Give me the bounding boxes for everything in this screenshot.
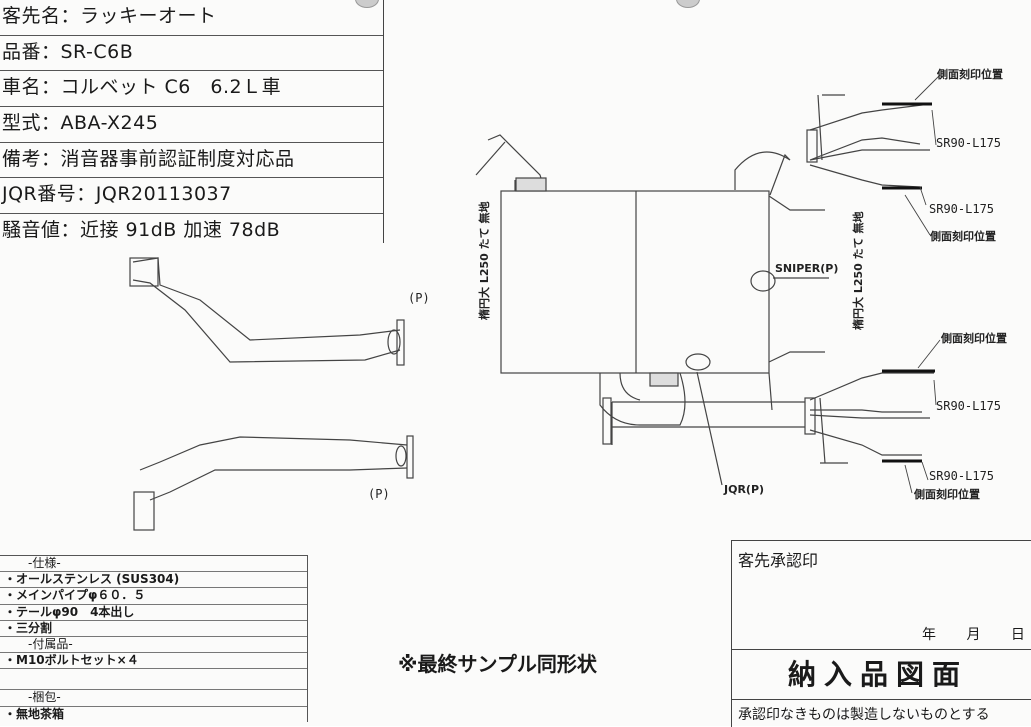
approval-box: 客先承認印 年 月 日 納入品図面 承認印なきものは製造しないものとする bbox=[731, 540, 1031, 727]
tip-label-2: SR90-L175 bbox=[929, 202, 994, 216]
muffler-label-left: 楕円大 L250 たて 無地 bbox=[477, 202, 491, 320]
accessory-item: ・M10ボルトセット×４ bbox=[0, 653, 307, 670]
muffler-label-right: 楕円大 L250 たて 無地 bbox=[851, 212, 865, 330]
product-info-table: 客先名：ラッキーオート 品番：SR-C6B 車名：コルベット C6 6.2Ｌ車 … bbox=[0, 0, 384, 243]
tail-upper bbox=[806, 94, 932, 190]
p-label-upper: (P) bbox=[408, 291, 430, 305]
sniper-label: SNIPER(P) bbox=[775, 262, 838, 275]
front-pipe-upper bbox=[129, 257, 405, 366]
divider bbox=[732, 649, 1031, 650]
spec-item: ・テールφ90 4本出し bbox=[0, 605, 307, 621]
spec-item: ・メインパイプφ６０．５ bbox=[0, 588, 307, 605]
remarks: 備考：消音器事前認証制度対応品 bbox=[0, 143, 383, 179]
accessory-item bbox=[0, 669, 307, 691]
jqr-label: JQR(P) bbox=[723, 483, 764, 496]
customer-name: 客先名：ラッキーオート bbox=[0, 0, 383, 36]
spec-item: ・三分割 bbox=[0, 621, 307, 637]
tip-label-3: SR90-L175 bbox=[936, 399, 1001, 413]
document-title: 納入品図面 bbox=[788, 658, 969, 691]
muffler-body bbox=[475, 134, 825, 445]
accessories-header: -付属品- bbox=[0, 637, 307, 654]
divider bbox=[732, 699, 1031, 700]
approval-note: 承認印なきものは製造しないものとする bbox=[738, 707, 990, 723]
jqr-number: JQR番号：JQR20113037 bbox=[0, 178, 383, 215]
spec-header: -仕様- bbox=[0, 556, 307, 573]
leader-lines bbox=[904, 74, 941, 494]
engrave-label-3: 側面刻印位置 bbox=[940, 331, 1007, 345]
tip-label-1: SR90-L175 bbox=[936, 136, 1001, 150]
spec-item: ・オールステンレス (SUS304) bbox=[0, 572, 307, 589]
tail-lower bbox=[804, 369, 935, 464]
tip-label-4: SR90-L175 bbox=[929, 469, 994, 483]
packaging-header: -梱包- bbox=[0, 690, 307, 707]
part-number: 品番：SR-C6B bbox=[0, 36, 383, 72]
front-pipe-lower bbox=[133, 435, 414, 531]
specification-table: -仕様- ・オールステンレス (SUS304) ・メインパイプφ６０．５ ・テー… bbox=[0, 555, 308, 722]
car-name: 車名：コルベット C6 6.2Ｌ車 bbox=[0, 71, 383, 108]
model-code: 型式：ABA-X245 bbox=[0, 107, 383, 143]
final-sample-note: ※最終サンプル同形状 bbox=[398, 652, 597, 676]
p-label-lower: (P) bbox=[368, 487, 390, 501]
approval-date: 年 月 日 bbox=[922, 627, 1025, 643]
engrave-label-1: 側面刻印位置 bbox=[936, 67, 1003, 81]
noise-level: 騒音値：近接 91dB 加速 78dB bbox=[2, 219, 281, 242]
engrave-label-2: 側面刻印位置 bbox=[929, 229, 996, 243]
engrave-label-4: 側面刻印位置 bbox=[913, 487, 980, 501]
customer-approval-stamp-label: 客先承認印 bbox=[738, 551, 819, 570]
packaging-item: ・無地茶箱 bbox=[4, 706, 65, 721]
